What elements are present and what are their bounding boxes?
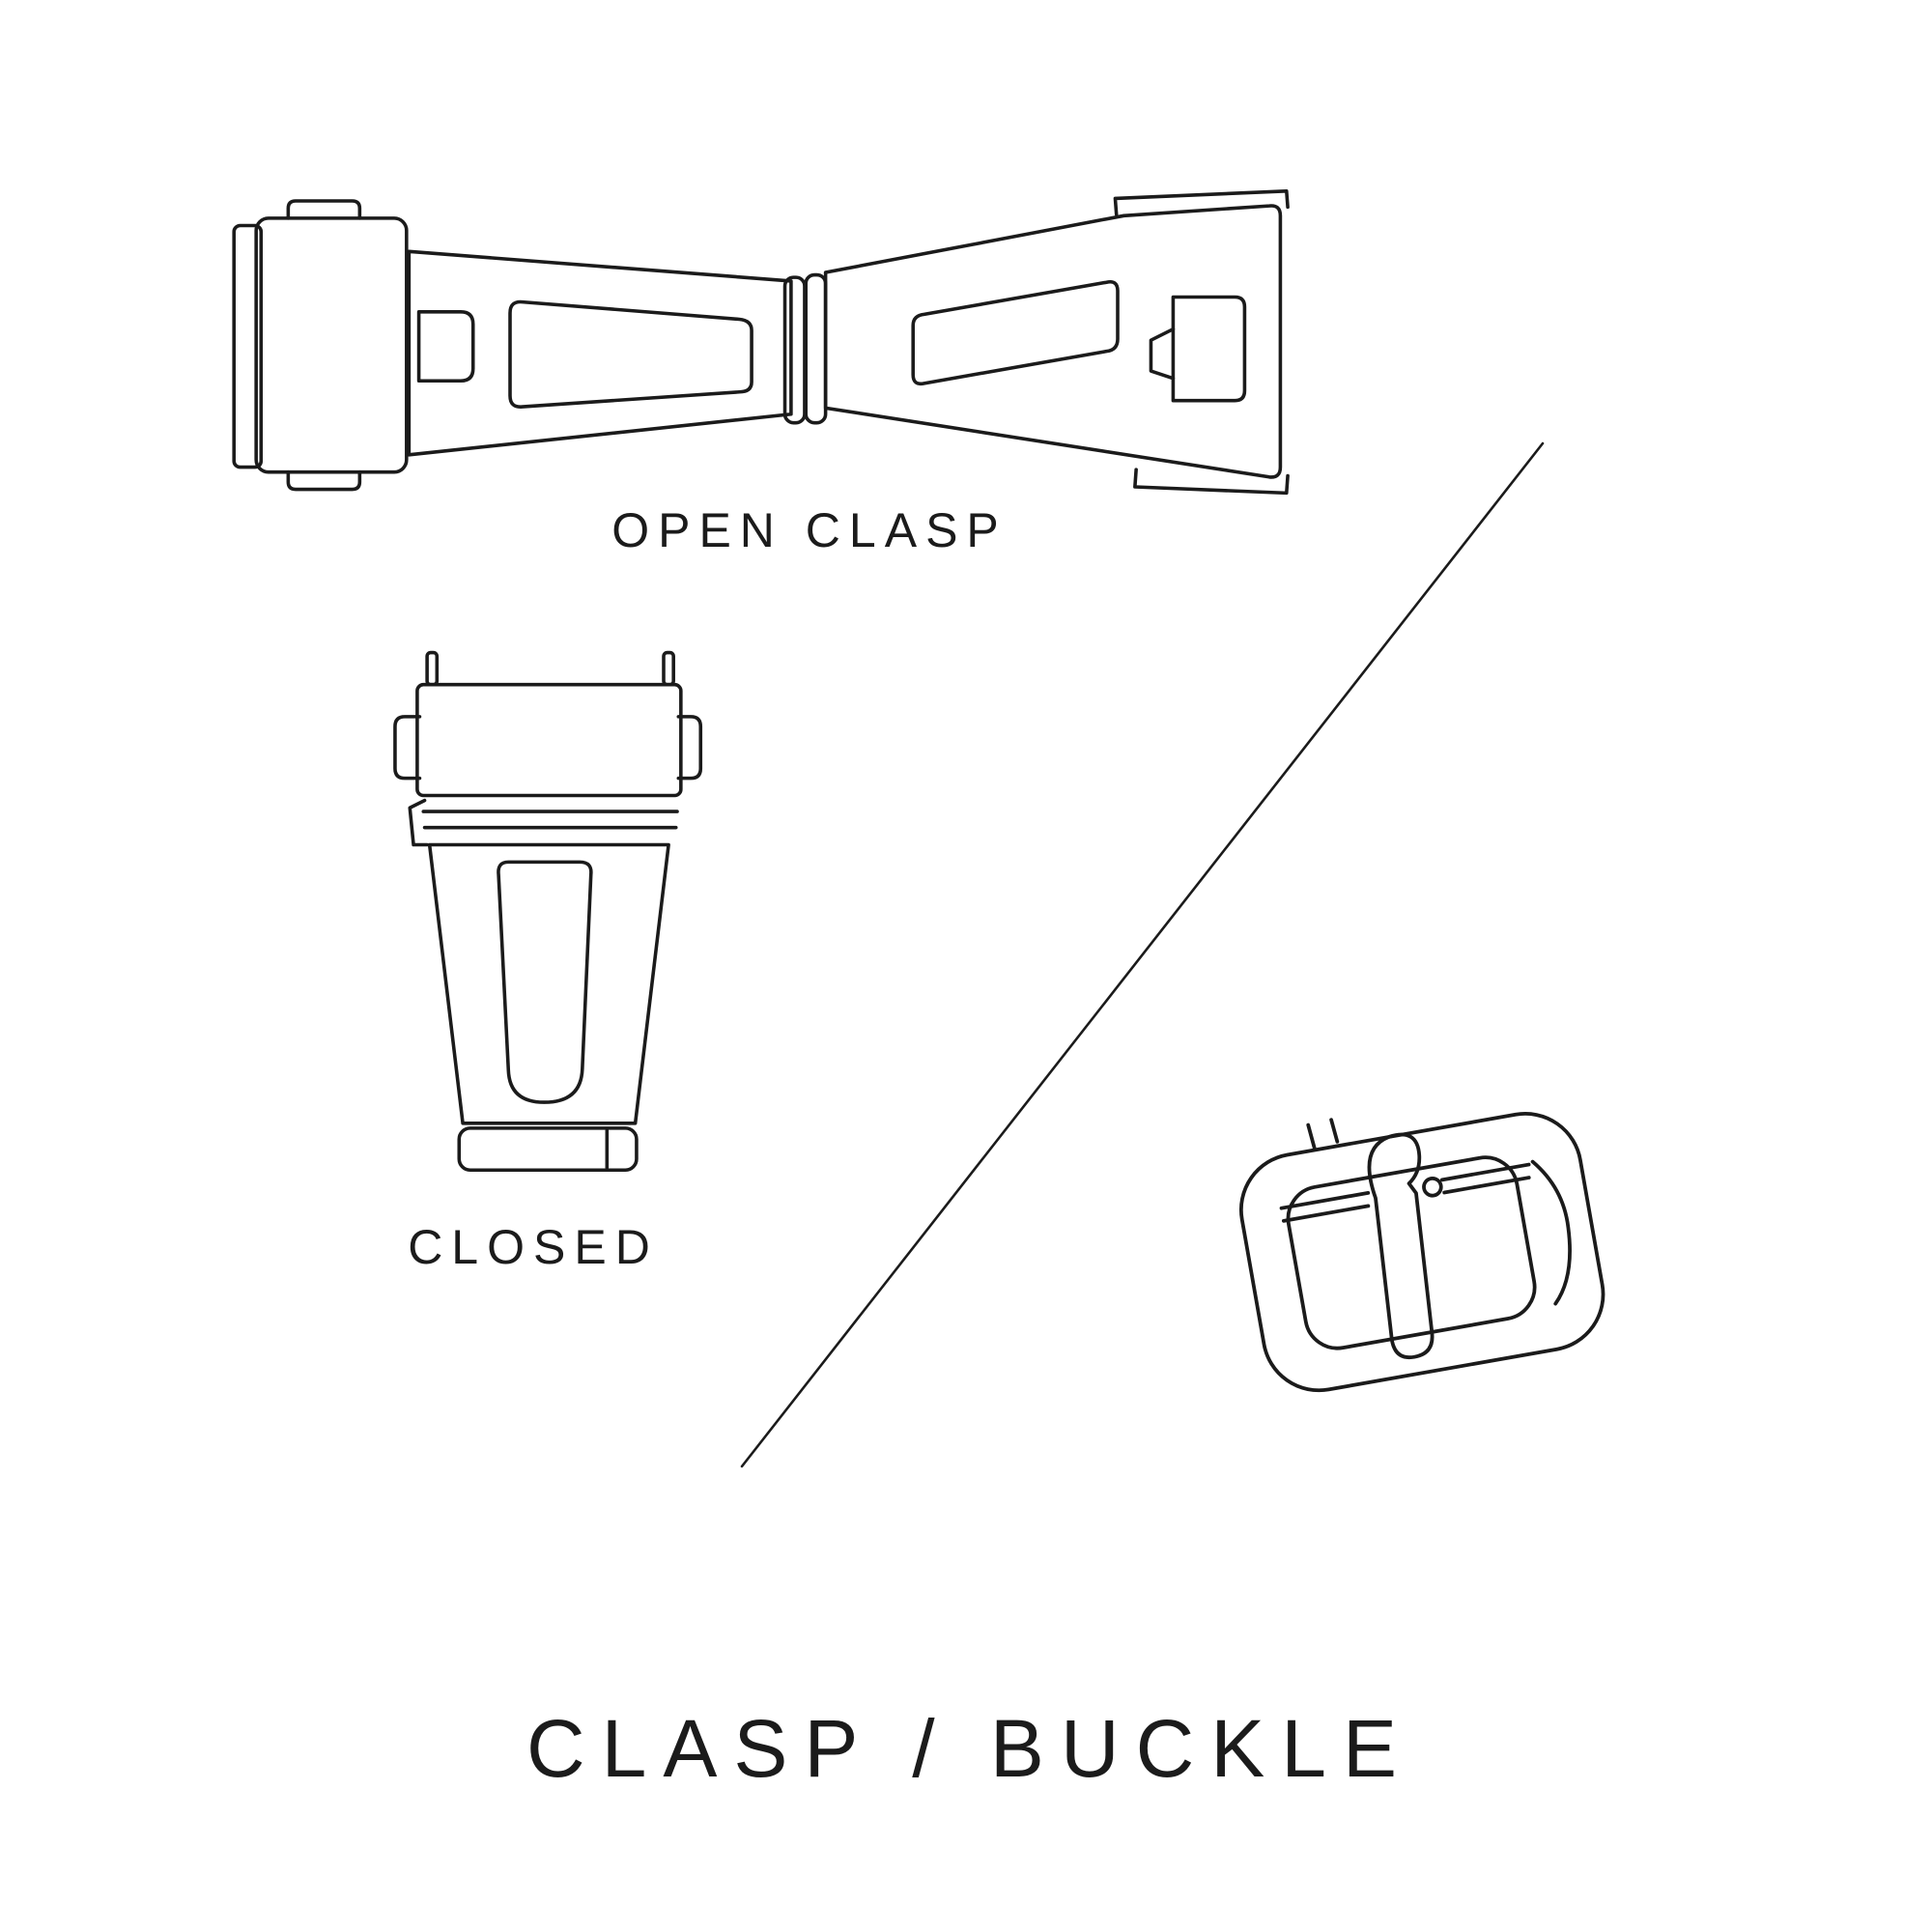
open-clasp-left-arm [407,249,793,457]
closed-clasp-label: CLOSED [408,1220,659,1274]
open-clasp-drawing [232,189,1290,496]
buckle-springbar-tips [1306,1118,1340,1151]
page-title: CLASP / BUCKLE [526,1703,1414,1794]
closed-clasp-prong-left [425,650,440,687]
closed-clasp-foot [457,1126,639,1173]
buckle-tongue [1367,1132,1435,1360]
closed-clasp-body [427,842,670,1125]
closed-clasp-cover [415,682,683,798]
closed-clasp-drawing [393,650,703,1173]
open-clasp-right-arm [823,189,1290,496]
open-clasp-label: OPEN CLASP [611,503,1008,557]
open-clasp-illustration [232,189,1290,496]
closed-clasp-ear-right [676,715,703,781]
closed-clasp-illustration [393,650,703,1173]
pin-buckle-illustration [1238,1112,1605,1393]
open-clasp-end-link [232,199,409,492]
pin-buckle-drawing [1238,1112,1605,1393]
buckle-bar [1279,1162,1531,1223]
closed-clasp-fold-band [408,798,679,847]
closed-clasp-ear-left [393,715,422,781]
closed-clasp-prong-right [662,650,675,687]
